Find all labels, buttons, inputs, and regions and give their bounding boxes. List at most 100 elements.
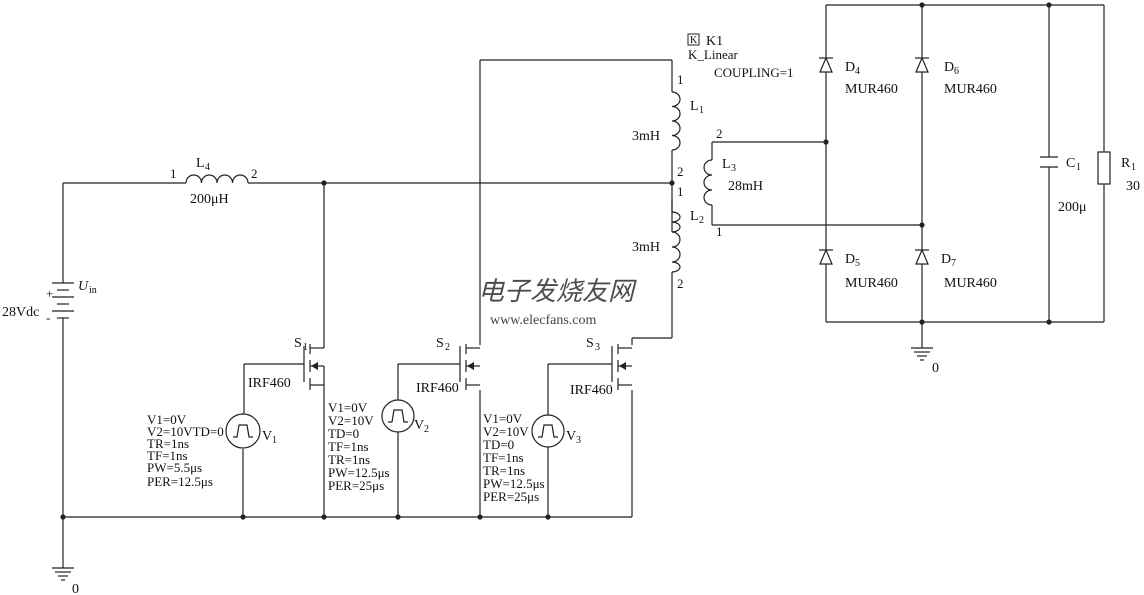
r1-value: 30: [1126, 179, 1140, 194]
c1-value: 200μ: [1058, 200, 1087, 215]
watermark-cn: 电子发烧友网: [478, 277, 637, 306]
v2-param: V1=0V: [328, 400, 368, 415]
switch-s1: S 1 IRF460: [243, 336, 325, 413]
d5-name: D: [845, 252, 855, 267]
v3-param: V1=0V: [483, 411, 523, 426]
r1-name: R: [1121, 156, 1131, 171]
l2-pin1: 1: [677, 184, 684, 199]
pulse-source-v3: V 3 V1=0V V2=10V TD=0 TF=1ns TR=1ns PW=1…: [483, 411, 581, 504]
l1-value: 3mH: [632, 129, 660, 144]
ground-right: 0: [911, 347, 939, 376]
switch-s2: S 2 IRF460: [397, 336, 480, 400]
v1-sub: 1: [272, 435, 277, 446]
v3-param: PW=12.5μs: [483, 476, 545, 491]
d7-sub: 7: [951, 258, 956, 269]
c1-name: C: [1066, 156, 1075, 171]
l1-sub: 1: [699, 105, 704, 116]
l4-pin2: 2: [251, 166, 258, 181]
source-value: 28Vdc: [2, 305, 39, 320]
wires: [62, 4, 1105, 568]
diode-d5: D 5 MUR460: [819, 248, 898, 291]
v3-params: V1=0V V2=10V TD=0 TF=1ns TR=1ns PW=12.5μ…: [483, 411, 545, 504]
v1-params: V1=0V V2=10VTD=0 TR=1ns TF=1ns PW=5.5μs …: [147, 412, 224, 489]
v1-param: PW=5.5μs: [147, 460, 202, 475]
inductor-l3: 2 1 L 3 28mH: [703, 126, 763, 239]
l4-pin1: 1: [170, 166, 177, 181]
ground-right-label: 0: [932, 361, 939, 376]
d6-sub: 6: [954, 66, 959, 77]
d6-model: MUR460: [944, 82, 997, 97]
v1-param: PER=12.5μs: [147, 474, 213, 489]
v2-name: V: [414, 418, 424, 433]
v1-name: V: [262, 429, 272, 444]
v3-param: PER=25μs: [483, 489, 539, 504]
l2-value: 3mH: [632, 240, 660, 255]
s1-name: S: [294, 336, 302, 351]
ground-left: 0: [52, 567, 79, 595]
v2-param: PW=12.5μs: [328, 465, 390, 480]
d4-model: MUR460: [845, 82, 898, 97]
d4-name: D: [845, 60, 855, 75]
inductor-l1: 1 2 L 1 3mH: [632, 72, 704, 179]
s3-model: IRF460: [570, 383, 613, 398]
input-source: + - U in 28Vdc: [2, 279, 97, 325]
l4-sub: 4: [205, 162, 210, 173]
s1-model: IRF460: [248, 376, 291, 391]
v3-param: TD=0: [483, 437, 514, 452]
k1-name: K1: [706, 34, 723, 49]
l3-pin1: 1: [716, 224, 723, 239]
l3-name: L: [722, 157, 731, 172]
l2-sub: 2: [699, 215, 704, 226]
d6-name: D: [944, 60, 954, 75]
pulse-source-v2: V 2 V1=0V V2=10V TD=0 TF=1ns TR=1ns PW=1…: [328, 399, 429, 493]
watermark: 电子发烧友网 www.elecfans.com: [478, 277, 637, 328]
v3-name: V: [566, 429, 576, 444]
s2-name: S: [436, 336, 444, 351]
diode-d4: D 4 MUR460: [819, 56, 898, 97]
l2-name: L: [690, 209, 699, 224]
v2-param: PER=25μs: [328, 478, 384, 493]
l1-pin1: 1: [677, 72, 684, 87]
c1-sub: 1: [1076, 162, 1081, 173]
v2-sub: 2: [424, 424, 429, 435]
pulse-source-v1: V 1 V1=0V V2=10VTD=0 TR=1ns TF=1ns PW=5.…: [147, 412, 277, 489]
s2-sub: 2: [445, 342, 450, 353]
l1-name: L: [690, 99, 699, 114]
l1-pin2: 2: [677, 164, 684, 179]
k1-box-label: K: [690, 35, 698, 46]
d7-model: MUR460: [944, 276, 997, 291]
l4-name: L: [196, 156, 205, 171]
l3-pin2: 2: [716, 126, 723, 141]
source-sub: in: [89, 285, 97, 296]
v3-param: TR=1ns: [483, 463, 525, 478]
l2-pin2: 2: [677, 276, 684, 291]
diode-d7: D 7 MUR460: [915, 248, 997, 291]
v1-param: TF=1ns: [147, 448, 188, 463]
l3-sub: 3: [731, 163, 736, 174]
ground-left-label: 0: [72, 582, 79, 595]
l3-value: 28mH: [728, 179, 763, 194]
k1-model: K_Linear: [688, 47, 738, 62]
d7-name: D: [941, 252, 951, 267]
source-name: U: [78, 279, 89, 294]
switch-s3: S 3 IRF460: [547, 336, 632, 416]
v2-param: TD=0: [328, 426, 359, 441]
d5-model: MUR460: [845, 276, 898, 291]
v2-params: V1=0V V2=10V TD=0 TF=1ns TR=1ns PW=12.5μ…: [328, 400, 390, 493]
inductor-l4: 1 2 L 4 200μH: [170, 156, 258, 207]
v2-param: V2=10V: [328, 413, 374, 428]
junctions: [60, 2, 1052, 520]
v2-param: TR=1ns: [328, 452, 370, 467]
v1-param: V1=0V: [147, 412, 187, 427]
resistor-r1: R 1 30: [1097, 151, 1140, 194]
watermark-url: www.elecfans.com: [490, 313, 596, 328]
inductor-l2: 1 2 L 2 3mH: [632, 184, 704, 291]
l4-value: 200μH: [190, 192, 229, 207]
d5-sub: 5: [855, 258, 860, 269]
v3-sub: 3: [576, 435, 581, 446]
diode-d6: D 6 MUR460: [915, 56, 997, 97]
s1-sub: 1: [303, 342, 308, 353]
v3-param: V2=10V: [483, 424, 529, 439]
v1-param: V2=10VTD=0: [147, 424, 224, 439]
